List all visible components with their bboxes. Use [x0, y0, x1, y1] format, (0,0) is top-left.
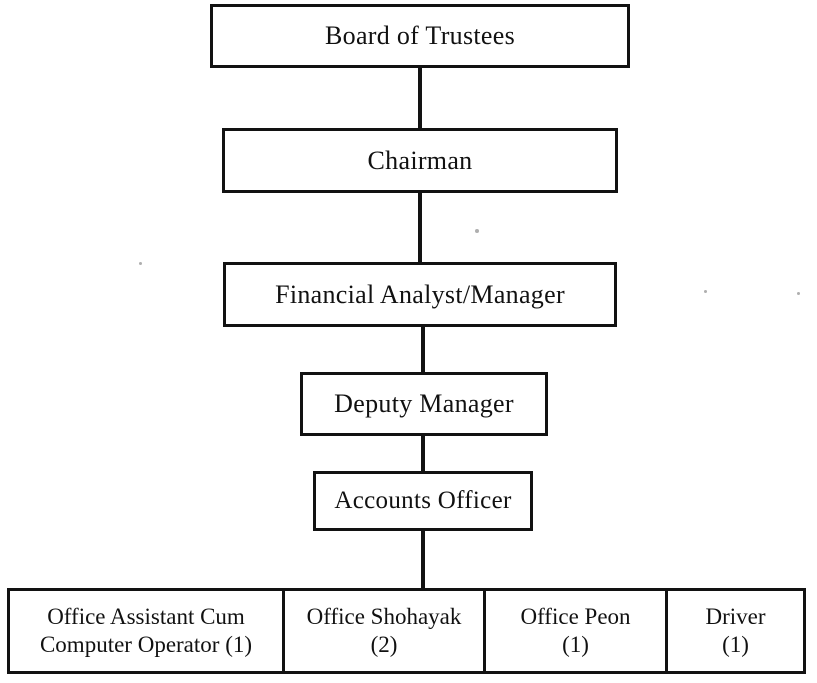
staff-cell-label-line1: Office Assistant Cum — [47, 603, 245, 629]
staff-cell-office-shohayak: Office Shohayak (2) — [282, 588, 486, 674]
connector-accounts-staffrow — [421, 530, 425, 590]
staff-cell-label-line1: Driver — [705, 603, 766, 629]
staff-cell-label-line2: (2) — [370, 632, 398, 657]
staff-row: Office Assistant Cum Computer Operator (… — [7, 588, 806, 674]
org-node-chairman: Chairman — [222, 128, 618, 193]
staff-cell-label-line1: Office Peon — [520, 603, 631, 629]
scan-speck — [797, 292, 800, 295]
staff-cell-label-line1: Office Shohayak — [306, 603, 462, 629]
staff-cell-label-line2: (1) — [722, 632, 749, 657]
connector-board-chairman — [418, 67, 422, 129]
org-node-deputy-manager: Deputy Manager — [300, 372, 548, 436]
staff-cell-label-line2: (1) — [562, 632, 589, 657]
connector-deputy-accounts — [421, 435, 425, 472]
staff-cell-office-assistant: Office Assistant Cum Computer Operator (… — [7, 588, 285, 674]
org-node-accounts-officer: Accounts Officer — [313, 471, 533, 531]
org-node-board-of-trustees: Board of Trustees — [210, 4, 630, 68]
scan-speck — [704, 290, 707, 293]
staff-cell-office-peon: Office Peon (1) — [483, 588, 668, 674]
staff-cell-label-line2: Computer Operator (1) — [39, 632, 253, 657]
scan-speck — [475, 229, 479, 233]
scan-speck — [139, 262, 142, 265]
connector-analyst-deputy — [421, 326, 425, 373]
staff-cell-driver: Driver (1) — [665, 588, 806, 674]
org-node-financial-analyst-manager: Financial Analyst/Manager — [223, 262, 617, 327]
connector-chairman-analyst — [418, 192, 422, 263]
